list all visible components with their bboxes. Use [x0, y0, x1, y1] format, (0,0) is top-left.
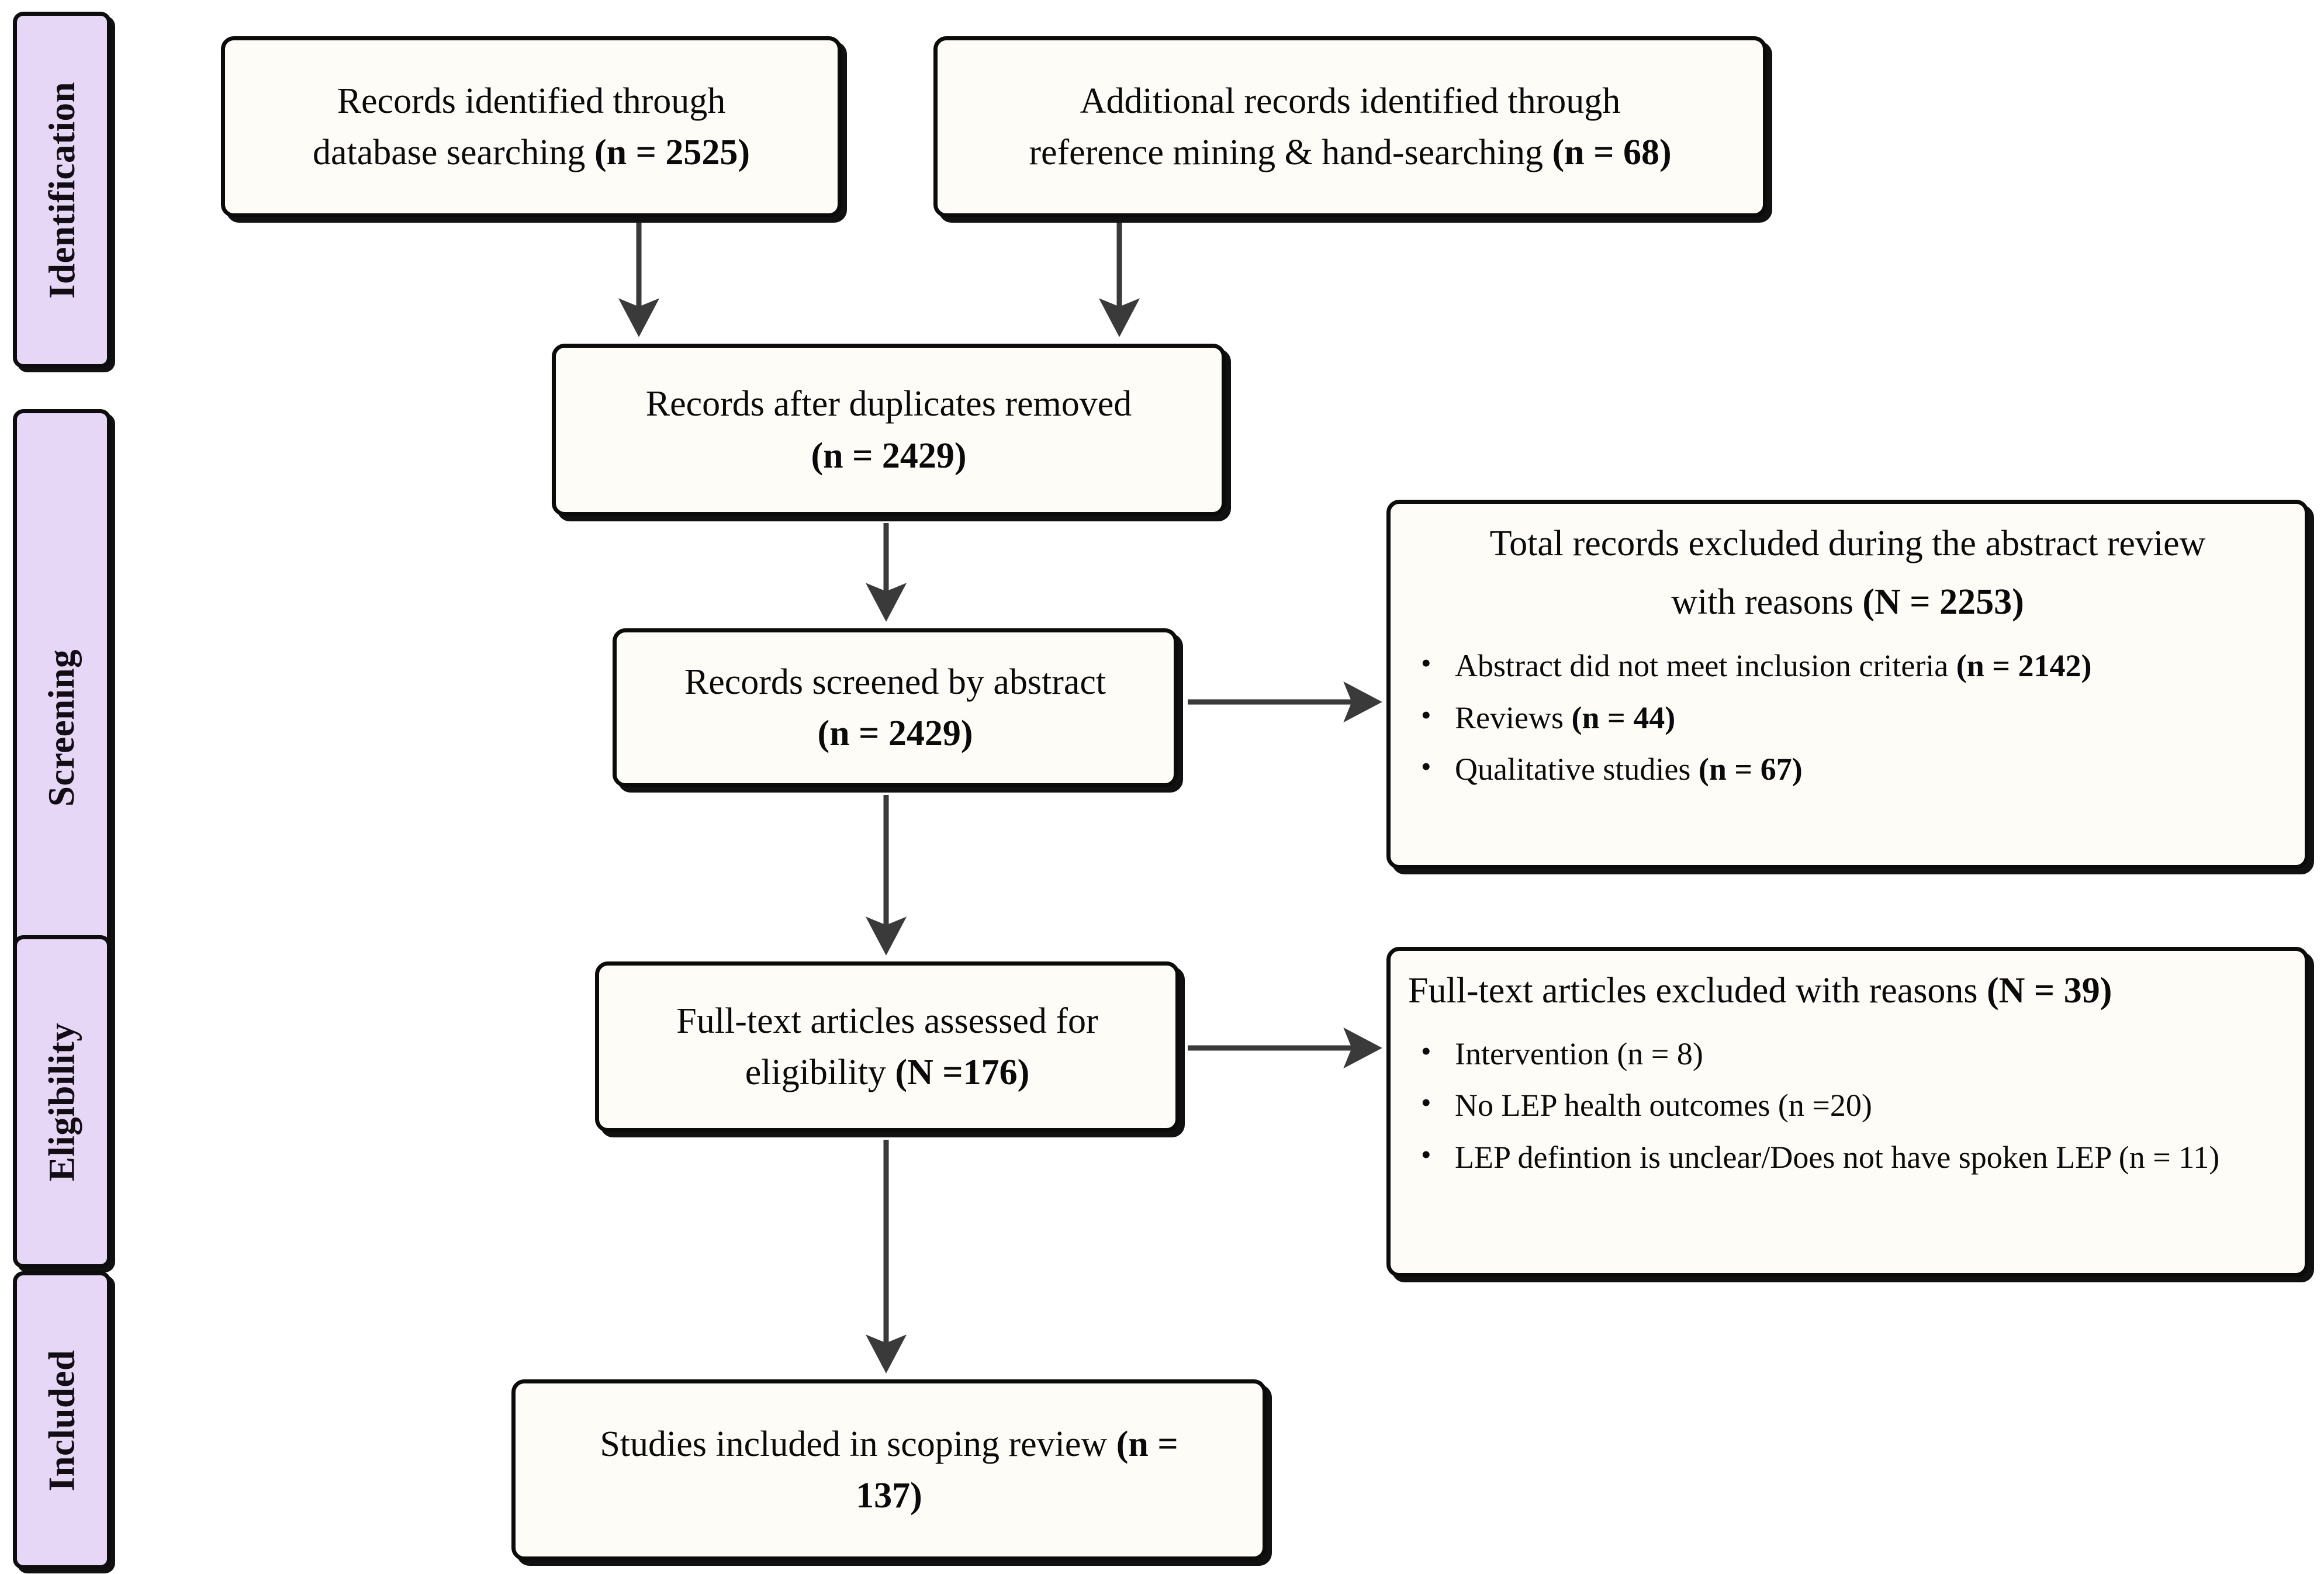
- box-line-1: Records after duplicates removed: [645, 384, 1132, 424]
- box-line-2-count: (n = 2525): [594, 133, 751, 172]
- box-records-screened-by-abstract: Records screened by abstract (n = 2429): [613, 628, 1178, 787]
- phase-label-eligibility: Eligibility: [41, 1022, 82, 1181]
- box-fulltext-articles-assessed: Full-text articles assessed for eligibil…: [595, 961, 1180, 1132]
- box-line-2-count: (N =176): [895, 1053, 1030, 1092]
- box-line-2: (n = 2429): [817, 708, 973, 759]
- box-line-2-text: reference mining & hand-searching: [1029, 133, 1552, 172]
- box-studies-included-in-scoping-review: Studies included in scoping review (n = …: [511, 1379, 1267, 1561]
- fulltext-excluded-heading-count: (N = 39): [1987, 971, 2112, 1011]
- phase-label-identification: Identification: [41, 81, 82, 299]
- fulltext-excluded-heading-text: Full-text articles excluded with reasons: [1408, 971, 1987, 1011]
- reason-text: Abstract did not meet inclusion criteria: [1455, 648, 1956, 684]
- phase-chip-included: Included: [13, 1271, 111, 1569]
- phase-chip-eligibility: Eligibility: [13, 935, 111, 1268]
- box-line-2-text: eligibility: [745, 1053, 895, 1092]
- box-line-1: Studies included in scoping review (n =: [600, 1419, 1178, 1470]
- box-line-1: Full-text articles assessed for: [676, 1001, 1098, 1041]
- box-line-1: Records identified through: [337, 81, 726, 121]
- abstract-excluded-heading-line-2: with reasons (N = 2253): [1408, 577, 2287, 628]
- reason-count: (n = 44): [1571, 700, 1676, 735]
- box-additional-records: Additional records identified through re…: [933, 36, 1767, 217]
- box-line-2-count: (n = 68): [1552, 133, 1672, 172]
- reason-item: Reviews (n = 44): [1416, 694, 2287, 741]
- box-abstract-excluded-with-reasons: Total records excluded during the abstra…: [1386, 500, 2309, 869]
- reason-count: (n = 2142): [1956, 648, 2092, 684]
- abstract-excluded-reason-list: Abstract did not meet inclusion criteria…: [1408, 642, 2287, 792]
- phase-chip-identification: Identification: [13, 12, 111, 368]
- reason-count: (n = 67): [1698, 752, 1803, 787]
- reason-item: Intervention (n = 8): [1416, 1030, 2287, 1077]
- reason-item: LEP defintion is unclear/Does not have s…: [1416, 1134, 2287, 1180]
- abstract-excluded-heading-line-1: Total records excluded during the abstra…: [1489, 524, 2206, 563]
- fulltext-excluded-reason-list: Intervention (n = 8) No LEP health outco…: [1408, 1030, 2287, 1180]
- fulltext-excluded-heading: Full-text articles excluded with reasons…: [1408, 966, 2287, 1016]
- box-line-2-count: (n = 2429): [811, 435, 967, 476]
- reason-text: Reviews: [1455, 700, 1572, 735]
- box-fulltext-excluded-with-reasons: Full-text articles excluded with reasons…: [1386, 947, 2309, 1277]
- box-line-2-text: database searching: [312, 133, 594, 172]
- reason-item: Abstract did not meet inclusion criteria…: [1416, 642, 2287, 689]
- box-line-1: Additional records identified through: [1080, 81, 1621, 121]
- phase-label-screening: Screening: [41, 649, 82, 807]
- box-line-1-count-open: (n =: [1116, 1424, 1178, 1464]
- box-line-2-count: 137): [856, 1476, 922, 1516]
- box-line-2-count: (n = 2429): [817, 714, 973, 753]
- abstract-excluded-heading-count: (N = 2253): [1862, 582, 2024, 622]
- box-line-2: (n = 2429): [811, 430, 966, 482]
- box-records-identified-database: Records identified through database sear…: [221, 36, 842, 217]
- box-line-2: 137): [856, 1470, 922, 1521]
- reason-text: Qualitative studies: [1455, 752, 1699, 787]
- box-line-2: eligibility (N =176): [745, 1047, 1030, 1098]
- box-line-1: Records screened by abstract: [684, 662, 1106, 702]
- reason-item: No LEP health outcomes (n =20): [1416, 1082, 2287, 1128]
- box-line-2: database searching (n = 2525): [313, 127, 750, 178]
- box-line-2: reference mining & hand-searching (n = 6…: [1029, 127, 1671, 178]
- box-records-after-duplicates-removed: Records after duplicates removed (n = 24…: [552, 344, 1226, 516]
- reason-item: Qualitative studies (n = 67): [1416, 746, 2287, 792]
- abstract-excluded-heading-text: with reasons: [1671, 582, 1863, 622]
- phase-label-included: Included: [41, 1349, 82, 1492]
- box-line-1-text: Studies included in scoping review: [600, 1424, 1116, 1464]
